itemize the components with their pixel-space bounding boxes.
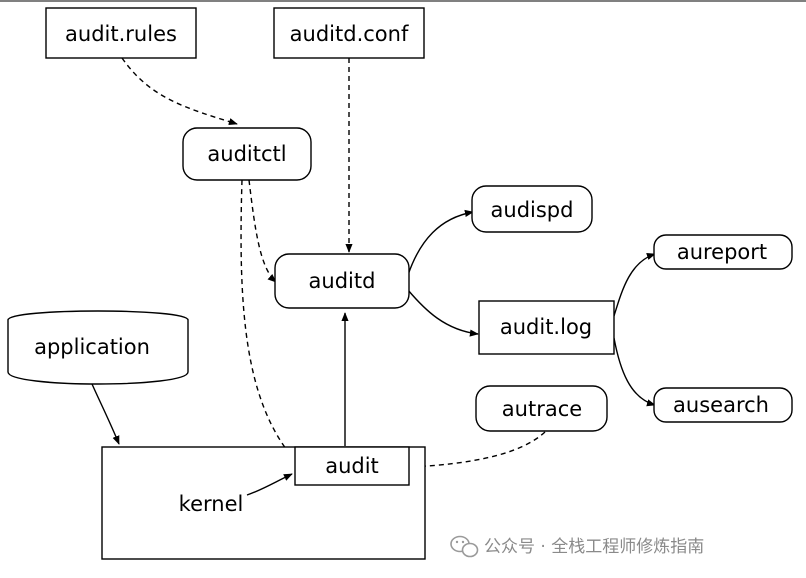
node-audit-log: audit.log [478,300,615,355]
node-autrace: autrace [475,385,608,432]
node-auditd-label: auditd [309,269,376,293]
edge-application-to-kernel [91,383,120,445]
edge-auditctl-to-auditd [248,179,277,283]
edge-audit-log-to-ausearch [613,337,656,407]
node-aureport-label: aureport [677,240,767,264]
node-kernel-label: kernel [179,492,244,516]
node-audit-rules: audit.rules [45,7,197,59]
watermark: 公众号 · 全栈工程师修炼指南 [450,535,704,558]
node-audit-rules-label: audit.rules [65,22,177,46]
edge-auditd-to-audispd [407,209,474,276]
node-ausearch: ausearch [653,387,793,423]
node-aureport: aureport [653,234,793,270]
edge-audit-log-to-aureport [613,253,656,317]
node-auditctl-label: auditctl [207,142,286,166]
node-autrace-label: autrace [502,397,582,421]
node-audispd: audispd [471,185,593,233]
node-audit: audit [294,446,410,486]
node-auditd: auditd [274,253,410,309]
wechat-icon [450,535,479,558]
edge-autrace-to-audit [410,431,546,471]
edge-audit-rules-to-auditctl [121,57,238,126]
node-audit-log-label: audit.log [500,315,592,339]
watermark-text: 公众号 · 全栈工程师修炼指南 [484,537,704,557]
edge-kernel-to-audit-overlay [246,473,293,496]
node-application: application [7,310,189,385]
node-audit-label: audit [325,454,379,478]
node-auditctl: auditctl [182,127,312,181]
edge-auditctl-to-audit [240,179,294,459]
node-auditd-conf-label: auditd.conf [290,22,409,46]
node-auditd-conf: auditd.conf [273,7,425,59]
node-ausearch-label: ausearch [673,393,769,417]
node-application-label: application [34,335,150,359]
node-audispd-label: audispd [491,198,574,222]
edge-auditd-to-audit-log [407,289,479,337]
